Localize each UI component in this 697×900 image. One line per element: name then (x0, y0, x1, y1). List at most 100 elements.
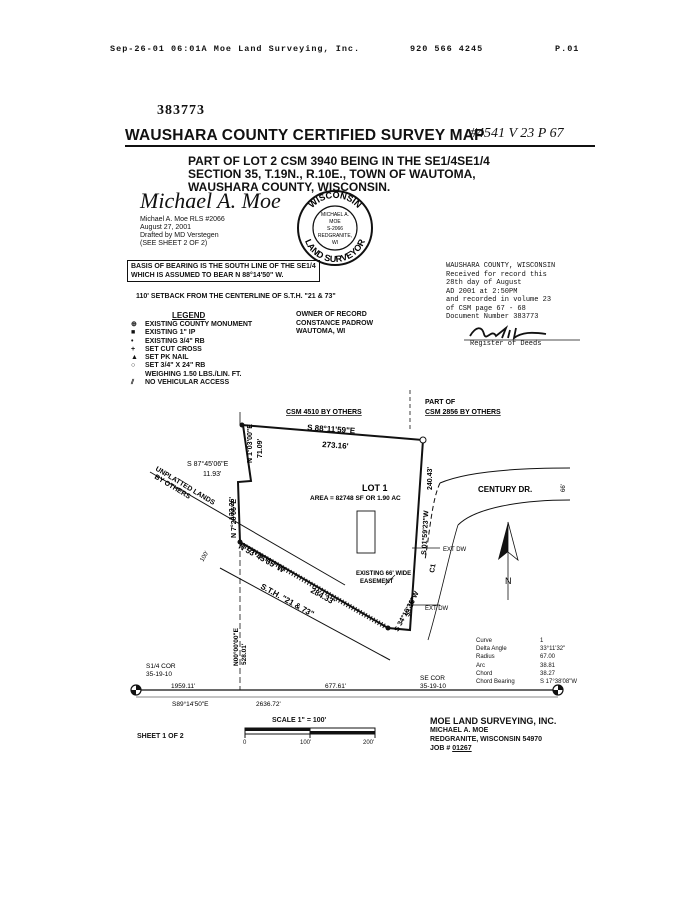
label-century-width: 66' (561, 484, 567, 492)
label-csm-2856: CSM 2856 BY OTHERS (425, 409, 501, 416)
legend-list: ⊕EXISTING COUNTY MONUMENT ■EXISTING 1" I… (131, 321, 252, 387)
label-hwy-width: 100' (200, 550, 211, 563)
legend-item-3: EXISTING 3/4" RB (145, 337, 205, 345)
cut-cross-icon: + (131, 345, 136, 353)
description-line-2: SECTION 35, T.19N., R.10E., TOWN OF WAUT… (188, 167, 476, 181)
label-easement-2: EASEMENT (360, 579, 394, 585)
owner-heading: OWNER OF RECORD (296, 311, 367, 318)
curve-row-value: 67.00 (540, 654, 556, 661)
set-rebar-icon: ○ (131, 362, 136, 370)
company-person: MICHAEL A. MOE (430, 727, 489, 734)
registrar-signature-mark (464, 325, 580, 341)
fax-header-phone: 920 566 4245 (410, 44, 484, 54)
label-dist-1959: 1959.11' (171, 683, 195, 690)
curve-row-label: Delta Angle (476, 646, 507, 653)
recording-county: WAUSHARA COUNTY, WISCONSIN (446, 262, 556, 270)
company-city: REDGRANITE, WISCONSIN 54970 (430, 736, 543, 743)
legend-item-7: WEIGHING 1.50 LBS./LIN. FT. (145, 370, 242, 378)
seal-line-2: MOE (329, 219, 341, 225)
bearing-basis-line-1: BASIS OF BEARING IS THE SOUTH LINE OF TH… (131, 263, 316, 270)
hwy-line-upper (149, 471, 346, 586)
century-dr-south (457, 499, 571, 526)
curve-row-label: Arc (476, 662, 485, 669)
sheet-number: SHEET 1 OF 2 (137, 733, 184, 740)
curve-row-value: 1 (540, 638, 544, 644)
drafted-by: Drafted by MD Verstegen (140, 232, 219, 239)
sheet-reference: (SEE SHEET 2 OF 2) (140, 240, 208, 247)
north-arrow (498, 521, 519, 600)
label-tie-distance: 528.01' (241, 643, 248, 665)
label-s14-cor: S1/4 COR (146, 663, 176, 670)
curve-row-value: S 17°38'08"W (540, 679, 578, 686)
label-hwy-name: S.T.H. "21 & 73" (259, 582, 316, 619)
job-value: 01267 (452, 745, 472, 752)
label-west-upper-bearing: N 1°03'00"E (246, 424, 254, 463)
label-ext-dw-1: EXT DW (443, 547, 467, 553)
label-dist-677: 677.61' (325, 683, 346, 690)
scale-tick-0: 0 (243, 740, 247, 746)
fax-header-page: P.01 (555, 44, 580, 54)
description-line-1: PART OF LOT 2 CSM 3940 BEING IN THE SE1/… (188, 154, 490, 168)
iron-pipe-icon: ■ (131, 329, 136, 337)
map-title: WAUSHARA COUNTY CERTIFIED SURVEY MAP (125, 127, 485, 144)
scale-label: SCALE 1" = 100' (272, 717, 327, 724)
title-underline (125, 145, 595, 147)
legend-heading: LEGEND (172, 311, 206, 320)
company-name: MOE LAND SURVEYING, INC. (430, 716, 557, 726)
label-lot-area: AREA = 82748 SF OR 1.90 AC (310, 495, 401, 502)
label-north: N (505, 576, 512, 586)
road-east-line (427, 524, 459, 641)
label-csm-4510: CSM 4510 BY OTHERS (286, 409, 362, 416)
seal-line-1: MICHAEL A. (321, 212, 349, 218)
label-ext-dw-2: EXT DW (425, 606, 449, 612)
road-curve (424, 482, 441, 561)
label-easement-1: EXISTING 66' WIDE (356, 571, 411, 577)
label-lot-name: LOT 1 (362, 483, 388, 493)
job-label: JOB # (430, 745, 451, 752)
label-west-lower-distance: 133.26' (229, 497, 236, 520)
label-east-distance: 240.43' (427, 467, 434, 490)
label-s14-number: 35-19-10 (146, 671, 172, 678)
corner-ne (419, 436, 427, 444)
legend-item-8: NO VEHICULAR ACCESS (145, 379, 230, 387)
rebar-icon: • (131, 337, 134, 345)
recording-line-4: AD 2001 at 2:50PM (446, 287, 518, 296)
century-dr-north (439, 467, 571, 484)
seal-line-4: REDGRANITE, (318, 233, 352, 239)
bearing-basis-box: BASIS OF BEARING IS THE SOUTH LINE OF TH… (127, 260, 320, 282)
surveyor-seal: WISCONSIN LAND SURVEYOR MICHAEL A. MOE S… (297, 190, 373, 266)
curve-row-label: Radius (476, 654, 495, 661)
label-north-bearing: S 88°11'59"E (307, 423, 356, 435)
owner-block: OWNER OF RECORD CONSTANCE PADROW WAUTOMA… (296, 311, 373, 337)
label-south-distance: 2636.72' (256, 701, 281, 708)
easement-leader (384, 574, 396, 586)
surveyor-signature: Michael A. Moe (140, 188, 281, 213)
legend-item-4: SET CUT CROSS (145, 345, 202, 353)
s14-corner-monument-icon (130, 684, 142, 696)
job-number: JOB # 01267 (430, 745, 492, 752)
legend-item-1: EXISTING COUNTY MONUMENT (145, 321, 253, 328)
label-jog-distance: 11.93' (203, 471, 221, 478)
register-of-deeds: Register of Deeds (470, 340, 542, 348)
seal-line-5: WI (332, 240, 338, 246)
curve-row-value: 33°11'32" (540, 646, 566, 653)
no-access-hatch (241, 542, 388, 630)
recording-stamp: WAUSHARA COUNTY, WISCONSIN Received for … (446, 262, 555, 322)
label-se-distance: 33.15' (404, 597, 417, 618)
label-south-bearing: S89°14'50"E (172, 700, 209, 708)
scale-bar (244, 727, 376, 738)
recording-line-7: Document Number 383773 (446, 313, 539, 321)
label-west-lower-bearing: N 7°20'06"E (230, 499, 238, 538)
label-se-number: 35-19-10 (420, 683, 446, 690)
owner-name: CONSTANCE PADROW (296, 319, 374, 327)
recording-line-6: of CSM page 67 - 68 (446, 304, 526, 313)
hwy-centerline (219, 567, 391, 661)
no-access-line-icon: ⫽ (131, 379, 135, 387)
corner-nw (239, 422, 245, 428)
corner-s (385, 625, 391, 631)
recording-line-2: Received for record this (446, 270, 547, 279)
bearing-basis-line-2: WHICH IS ASSUMED TO BEAR N 88°14'50" W. (131, 272, 284, 279)
label-west-upper-distance: 71.09' (257, 438, 264, 458)
label-se-cor: SE COR (420, 675, 445, 682)
